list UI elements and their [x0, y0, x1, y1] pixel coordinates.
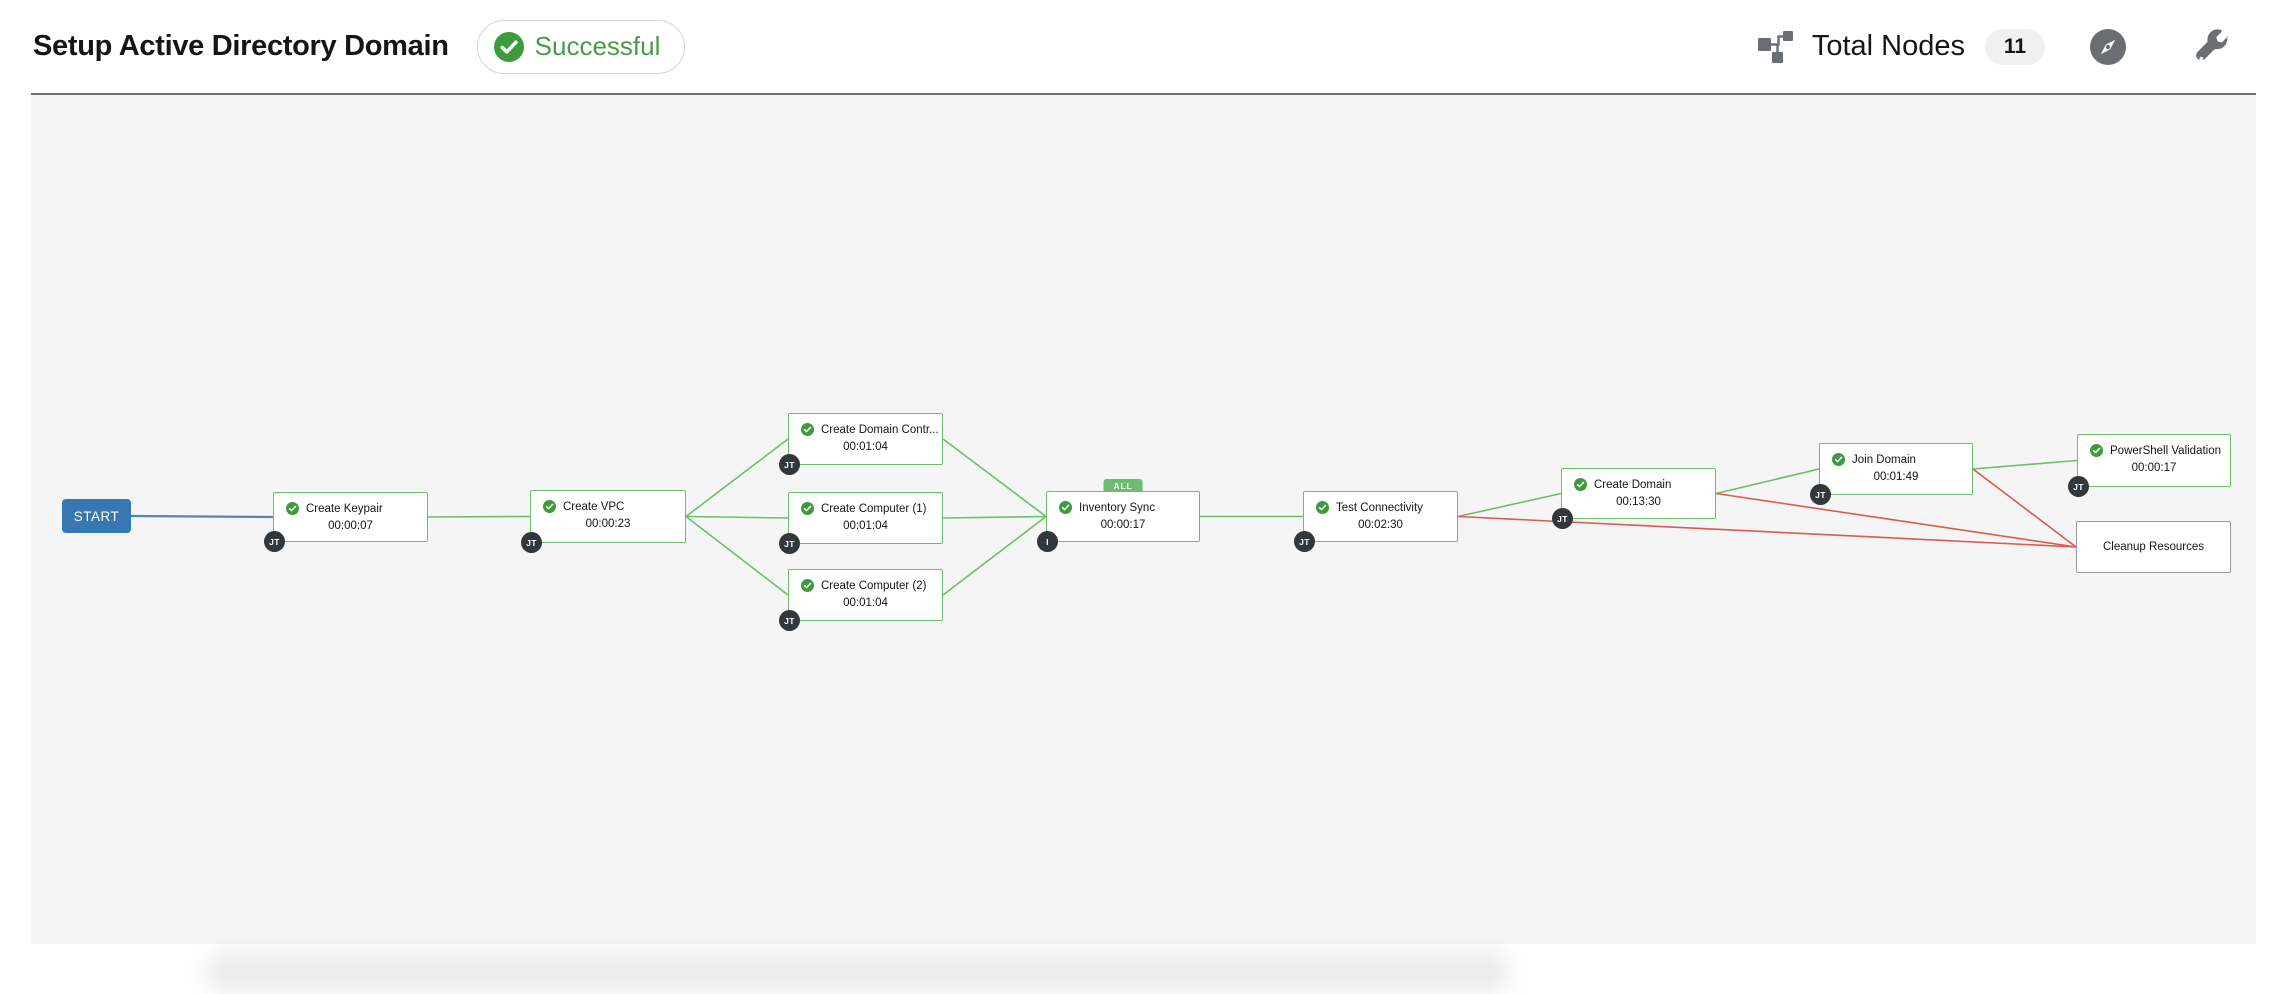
node-type-badge: JT — [779, 533, 800, 554]
tools-wrench-button[interactable] — [2195, 28, 2231, 65]
edge-create-computer-2-to-inventory-sync — [942, 515, 1047, 596]
edge-create-vpc-to-create-computer-1 — [685, 515, 789, 519]
node-elapsed-time: 00:01:04 — [843, 520, 888, 532]
header-toolbar: Total Nodes 11 — [1757, 28, 2256, 66]
check-circle-icon — [1316, 501, 1329, 514]
node-label: Test Connectivity — [1336, 501, 1423, 514]
node-elapsed-time: 00:01:04 — [843, 441, 888, 453]
check-circle-icon — [2090, 444, 2103, 457]
status-badge: Successful — [476, 19, 686, 74]
bottom-panel-shadow — [206, 950, 1511, 994]
header-divider — [31, 93, 2256, 95]
node-label: Create Domain — [1594, 478, 1672, 491]
node-elapsed-time: 00:01:49 — [1873, 471, 1919, 483]
edge-create-domain-controller-to-inventory-sync — [942, 438, 1047, 518]
node-type-badge: JT — [521, 532, 542, 553]
legend-compass-button[interactable] — [2089, 28, 2127, 66]
check-circle-icon — [493, 31, 524, 62]
edge-create-vpc-to-create-domain-controller — [685, 438, 789, 518]
total-nodes-count: 11 — [1985, 28, 2045, 65]
edge-create-domain-to-join-domain — [1715, 468, 1820, 495]
node-elapsed-time: 00:13:30 — [1616, 496, 1661, 508]
edge-create-vpc-to-create-computer-2 — [685, 515, 789, 596]
node-type-badge: JT — [779, 610, 800, 631]
node-label: Create Keypair — [306, 502, 383, 515]
node-type-badge: JT — [1294, 531, 1315, 552]
total-nodes-label: Total Nodes — [1811, 30, 1965, 62]
edge-create-domain-to-cleanup-resources — [1715, 492, 2077, 548]
edge-join-domain-to-cleanup-resources — [1972, 468, 2077, 548]
check-circle-icon — [1832, 453, 1845, 466]
node-label: PowerShell Validation — [2110, 444, 2222, 457]
check-circle-icon — [543, 500, 556, 513]
check-circle-icon — [801, 423, 814, 436]
workflow-node-cleanup-resources[interactable]: Cleanup Resources — [2076, 521, 2231, 573]
check-circle-icon — [1059, 501, 1072, 514]
node-type-badge: JT — [1810, 484, 1831, 505]
workflow-start-node[interactable]: START — [62, 499, 131, 533]
node-type-badge: JT — [264, 531, 285, 552]
node-type-badge: JT — [1552, 508, 1573, 529]
edge-create-keypair-to-create-vpc — [427, 515, 531, 518]
page-header: Setup Active Directory Domain Successful… — [33, 0, 2256, 93]
compass-icon — [2089, 28, 2127, 66]
node-label: Create Computer (1) — [821, 502, 927, 515]
node-label: Create Domain Contr... — [821, 423, 939, 436]
page-title: Setup Active Directory Domain — [33, 30, 449, 62]
check-circle-icon — [801, 579, 814, 592]
node-label: Cleanup Resources — [2102, 541, 2204, 553]
node-elapsed-time: 00:01:04 — [843, 597, 888, 609]
workflow-nodes-icon — [1757, 30, 1794, 63]
check-circle-icon — [801, 502, 814, 515]
node-all-tag: ALL — [1103, 479, 1143, 492]
wrench-icon — [2195, 28, 2231, 65]
node-elapsed-time: 00:00:17 — [2131, 462, 2177, 474]
edge-test-connectivity-to-cleanup-resources — [1457, 515, 2077, 548]
node-label: Create Computer (2) — [821, 579, 927, 592]
node-label: Inventory Sync — [1079, 501, 1156, 514]
node-type-badge: JT — [2068, 476, 2089, 497]
edge-test-connectivity-to-create-domain — [1457, 492, 1562, 518]
node-elapsed-time: 00:02:30 — [1358, 519, 1403, 531]
node-elapsed-time: 00:00:17 — [1100, 519, 1146, 531]
node-label: Create VPC — [563, 500, 625, 513]
check-circle-icon — [286, 502, 299, 515]
node-type-badge: JT — [779, 454, 800, 475]
edge-start-to-create-keypair — [130, 514, 274, 519]
node-elapsed-time: 00:00:23 — [585, 518, 631, 530]
edge-join-domain-to-powershell-validation — [1972, 459, 2078, 470]
node-type-badge: I — [1037, 531, 1058, 552]
node-label: Join Domain — [1852, 453, 1916, 466]
check-circle-icon — [1574, 478, 1587, 491]
node-elapsed-time: 00:00:07 — [328, 520, 373, 532]
status-label: Successful — [534, 31, 661, 61]
edge-create-computer-1-to-inventory-sync — [942, 515, 1047, 519]
